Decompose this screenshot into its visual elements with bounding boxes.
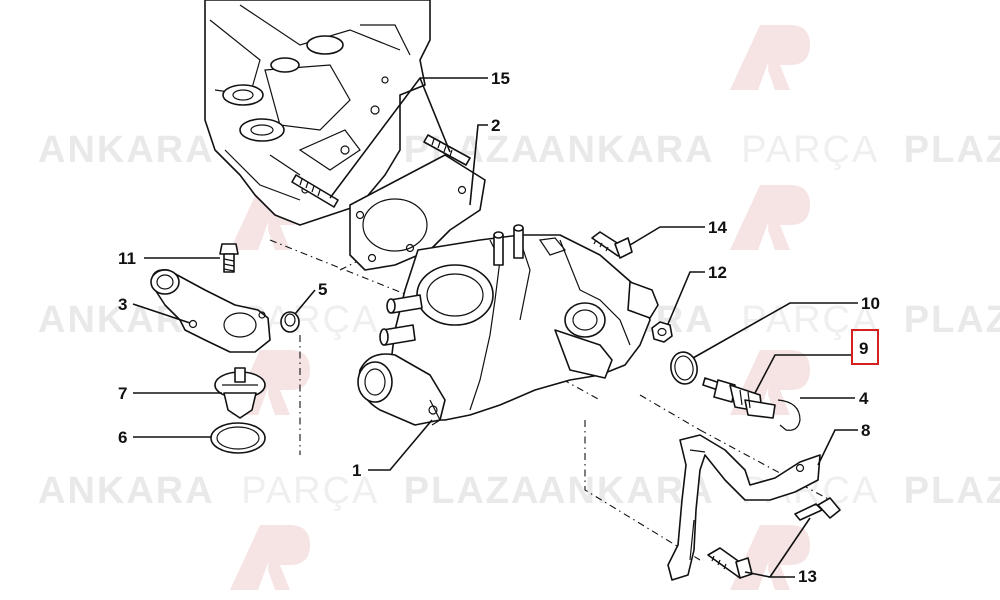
callout-9: 9 bbox=[859, 339, 868, 358]
mounting-bracket-8 bbox=[667, 434, 821, 581]
callout-14: 14 bbox=[708, 218, 727, 237]
nut-12 bbox=[651, 321, 673, 343]
bolt-14 bbox=[591, 231, 633, 259]
housing-gasket bbox=[349, 154, 486, 271]
watermark-text: ANKARA PARÇA PLAZA bbox=[538, 129, 1000, 171]
thermostat-7 bbox=[214, 367, 266, 419]
watermark-logo bbox=[730, 185, 810, 250]
temperature-sensor-9 bbox=[702, 377, 776, 419]
bolt-11 bbox=[219, 243, 239, 273]
callout-15: 15 bbox=[491, 69, 510, 88]
thermostat-housing bbox=[357, 224, 659, 426]
bolts-13 bbox=[707, 497, 841, 579]
engine-cylinder-head bbox=[204, 0, 431, 226]
stud-bolts bbox=[291, 134, 471, 208]
callout-13: 13 bbox=[798, 567, 817, 586]
part-number-labels: 15 2 14 11 12 5 10 3 9 4 7 8 6 1 13 bbox=[118, 69, 880, 586]
plug-5 bbox=[280, 311, 300, 333]
callout-5: 5 bbox=[318, 280, 327, 299]
retaining-clip-4 bbox=[777, 399, 801, 431]
callout-4: 4 bbox=[859, 389, 869, 408]
callout-2: 2 bbox=[491, 116, 500, 135]
watermark-text: ANKARA PARÇA PLAZA bbox=[38, 470, 540, 512]
gasket-ring-6 bbox=[210, 422, 266, 454]
callout-12: 12 bbox=[708, 263, 727, 282]
watermark-logo bbox=[230, 525, 310, 590]
callout-10: 10 bbox=[861, 294, 880, 313]
callout-8: 8 bbox=[861, 421, 870, 440]
callout-3: 3 bbox=[118, 295, 127, 314]
callout-11: 11 bbox=[118, 249, 136, 268]
callout-leader-lines bbox=[132, 77, 858, 578]
callout-7: 7 bbox=[118, 384, 127, 403]
callout-6: 6 bbox=[118, 428, 127, 447]
thermostat-cover-3 bbox=[150, 268, 271, 353]
callout-9-highlight-box bbox=[851, 329, 879, 365]
watermark-logo bbox=[730, 25, 810, 90]
o-ring-10 bbox=[670, 351, 698, 385]
callout-1: 1 bbox=[352, 461, 361, 480]
